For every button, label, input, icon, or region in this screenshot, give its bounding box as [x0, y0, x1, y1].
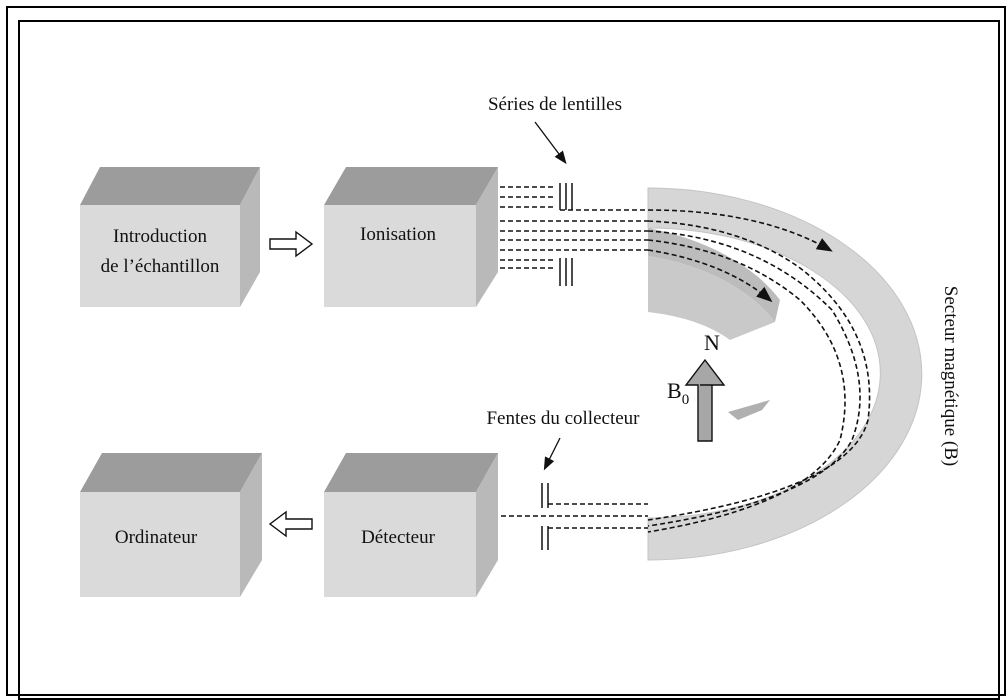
magnetic-sector	[647, 187, 923, 561]
box-front	[324, 492, 476, 597]
field-label-subscript: 0	[682, 392, 690, 408]
magnet-face	[647, 187, 923, 561]
box-introduction: Introduction de l’échantillon	[80, 167, 260, 307]
box-detecteur: Détecteur	[324, 453, 498, 597]
lenses-label: Séries de lentilles	[488, 94, 622, 115]
shadow	[728, 400, 770, 420]
box-side	[476, 453, 498, 597]
box-top	[324, 167, 498, 205]
box-top	[80, 453, 262, 492]
collector-slits	[541, 483, 549, 550]
magnet-inner-wall	[648, 228, 780, 322]
mass-spectrometer-diagram: Introduction de l’échantillon Ionisation	[80, 94, 961, 597]
field-label: B0	[667, 378, 689, 408]
flow-arrow-icon	[269, 230, 314, 258]
box-side	[476, 167, 498, 307]
ionisation-label: Ionisation	[360, 224, 436, 245]
field-up-arrow-icon	[684, 358, 726, 442]
slits-pointer	[543, 437, 561, 471]
box-front	[80, 205, 240, 307]
lenses-pointer	[534, 121, 567, 165]
magnet-inner-step	[648, 256, 775, 340]
field-label-base: B	[667, 378, 682, 403]
intro-label-line2: de l’échantillon	[101, 256, 220, 277]
box-ordinateur: Ordinateur	[80, 453, 262, 597]
intro-label-line1: Introduction	[113, 226, 207, 247]
box-side	[240, 167, 260, 307]
slits-label: Fentes du collecteur	[486, 408, 640, 429]
box-top	[324, 453, 498, 492]
box-front	[80, 492, 240, 597]
box-front	[324, 205, 476, 307]
detecteur-label: Détecteur	[361, 527, 436, 548]
return-arrow-icon	[268, 510, 313, 538]
lens-plates	[559, 183, 573, 286]
box-ionisation: Ionisation	[324, 167, 498, 307]
pole-label: N	[704, 330, 720, 355]
sector-label: Secteur magnétique (B)	[940, 286, 961, 466]
box-side	[240, 453, 262, 597]
ordinateur-label: Ordinateur	[115, 527, 198, 548]
ion-beams	[485, 186, 871, 533]
box-top	[80, 167, 260, 205]
